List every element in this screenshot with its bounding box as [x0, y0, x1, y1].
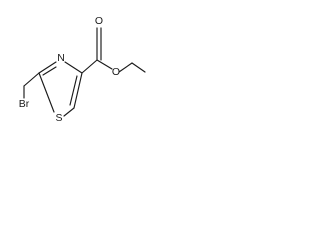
bond-carbonyl-c-ester-o	[96, 59, 113, 70]
atom-label-br: Br	[19, 98, 30, 110]
bond-c2-n3	[38, 61, 57, 74]
bond-ch2-ch3	[131, 62, 146, 73]
thiazole-ester-structure: Br N S O O	[19, 15, 146, 124]
atom-label-carbonyl-o: O	[95, 15, 103, 27]
atom-label-n: N	[57, 52, 65, 64]
atom-label-ester-o: O	[112, 66, 120, 78]
bond-ch2-c2	[23, 72, 40, 87]
chemical-structure-canvas: Br N S O O	[0, 0, 150, 150]
atom-label-s: S	[55, 112, 62, 124]
bond-n3-c4	[64, 61, 83, 74]
bond-c5-s1	[63, 107, 75, 117]
bond-c4-c5-double	[69, 75, 78, 106]
bond-s1-c2	[38, 72, 55, 113]
bond-c4-c5	[73, 72, 83, 109]
bond-ester-o-ch2	[118, 62, 133, 73]
bond-c2-n3-double	[42, 66, 57, 76]
bond-c4-carbonyl-carbon	[81, 59, 98, 74]
